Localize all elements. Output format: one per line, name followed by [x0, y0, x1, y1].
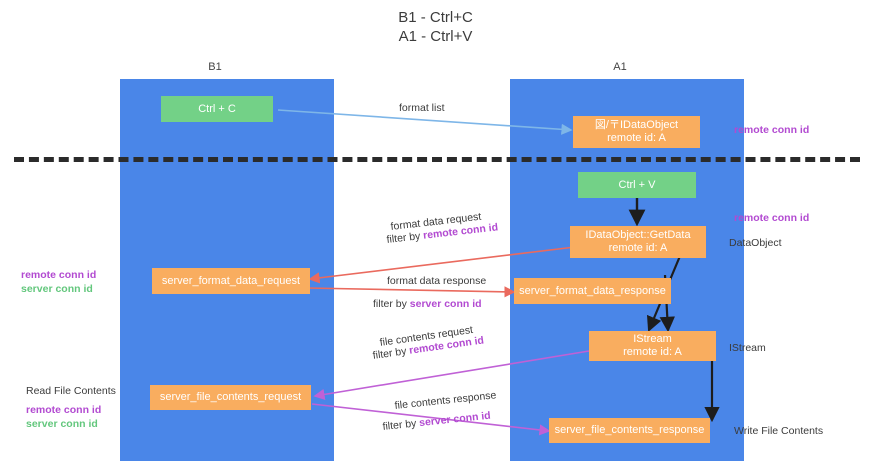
node-server-file-contents-response-label: server_file_contents_response [554, 424, 705, 436]
node-idataobject[interactable]: 図/〒IDataObject remote id: A [573, 116, 700, 148]
edge-label-format-data-request-filter-prefix: filter by [386, 229, 424, 246]
annotation-left-remote-conn-id-low: remote conn id [26, 404, 102, 416]
node-server-file-contents-response[interactable]: server_file_contents_response [549, 418, 710, 443]
edge-label-file-contents-request-filter-prefix: filter by [372, 344, 411, 362]
node-server-format-data-response[interactable]: server_format_data_response [514, 278, 671, 304]
node-istream-remote-id: remote id: A [623, 346, 682, 358]
annotation-remote-conn-id-top: remote conn id [734, 124, 810, 136]
edge-label-format-data-response-filter-prefix: filter by [373, 298, 410, 310]
annotation-istream: IStream [729, 342, 766, 354]
edge-label-file-contents-response-filter-key: server conn id [418, 409, 492, 430]
node-idataobject-getdata-remote-id: remote id: A [608, 242, 668, 254]
page-title: B1 - Ctrl+C A1 - Ctrl+V [398, 9, 473, 45]
edge-label-format-data-response: format data response [387, 275, 487, 287]
connector-format-data-response [306, 286, 516, 298]
node-server-file-contents-request-label: server_file_contents_request [159, 391, 302, 403]
node-ctrl-c[interactable]: Ctrl + C [161, 96, 273, 122]
node-ctrl-v[interactable]: Ctrl + V [578, 172, 696, 198]
edge-label-format-data-response-filter: filter by server conn id [373, 298, 482, 311]
node-ctrl-v-label: Ctrl + V [618, 178, 656, 191]
edge-label-format-list: format list [399, 102, 445, 114]
annotation-left-server-conn-id-low: server conn id [26, 418, 98, 430]
node-idataobject-label: 図/〒IDataObject [594, 119, 679, 131]
annotation-left-remote-conn-id-mid: remote conn id [21, 269, 97, 281]
node-idataobject-remote-id: remote id: A [607, 132, 666, 144]
lane-header-a1-title: A1 [613, 61, 627, 73]
node-idataobject-getdata[interactable]: IDataObject::GetData remote id: A [570, 226, 706, 258]
node-server-file-contents-request[interactable]: server_file_contents_request [150, 385, 311, 410]
node-istream-label: IStream [633, 333, 672, 345]
edge-label-file-contents-response-filter: filter by server conn id [382, 410, 491, 434]
annotation-dataobject: DataObject [729, 237, 782, 249]
node-ctrl-c-label: Ctrl + C [198, 102, 236, 115]
annotation-left-server-conn-id-mid: server conn id [21, 283, 93, 295]
annotation-write-file-contents: Write File Contents [734, 425, 824, 437]
phase-divider [14, 157, 860, 162]
node-idataobject-getdata-label: IDataObject::GetData [585, 229, 691, 241]
node-server-format-data-request-label: server_format_data_request [161, 274, 301, 287]
edge-label-file-contents-response-filter-prefix: filter by [382, 417, 420, 433]
annotation-remote-conn-id-mid: remote conn id [734, 212, 810, 224]
edge-label-file-contents-response: file contents response [394, 389, 497, 412]
node-server-format-data-response-label: server_format_data_response [519, 284, 666, 297]
lane-header-b1-title: B1 [208, 61, 222, 73]
edge-label-format-data-response-filter-key: server conn id [409, 298, 482, 310]
node-istream[interactable]: IStream remote id: A [589, 331, 716, 361]
annotation-read-file-contents: Read File Contents [26, 385, 116, 397]
node-server-format-data-request[interactable]: server_format_data_request [152, 268, 310, 294]
